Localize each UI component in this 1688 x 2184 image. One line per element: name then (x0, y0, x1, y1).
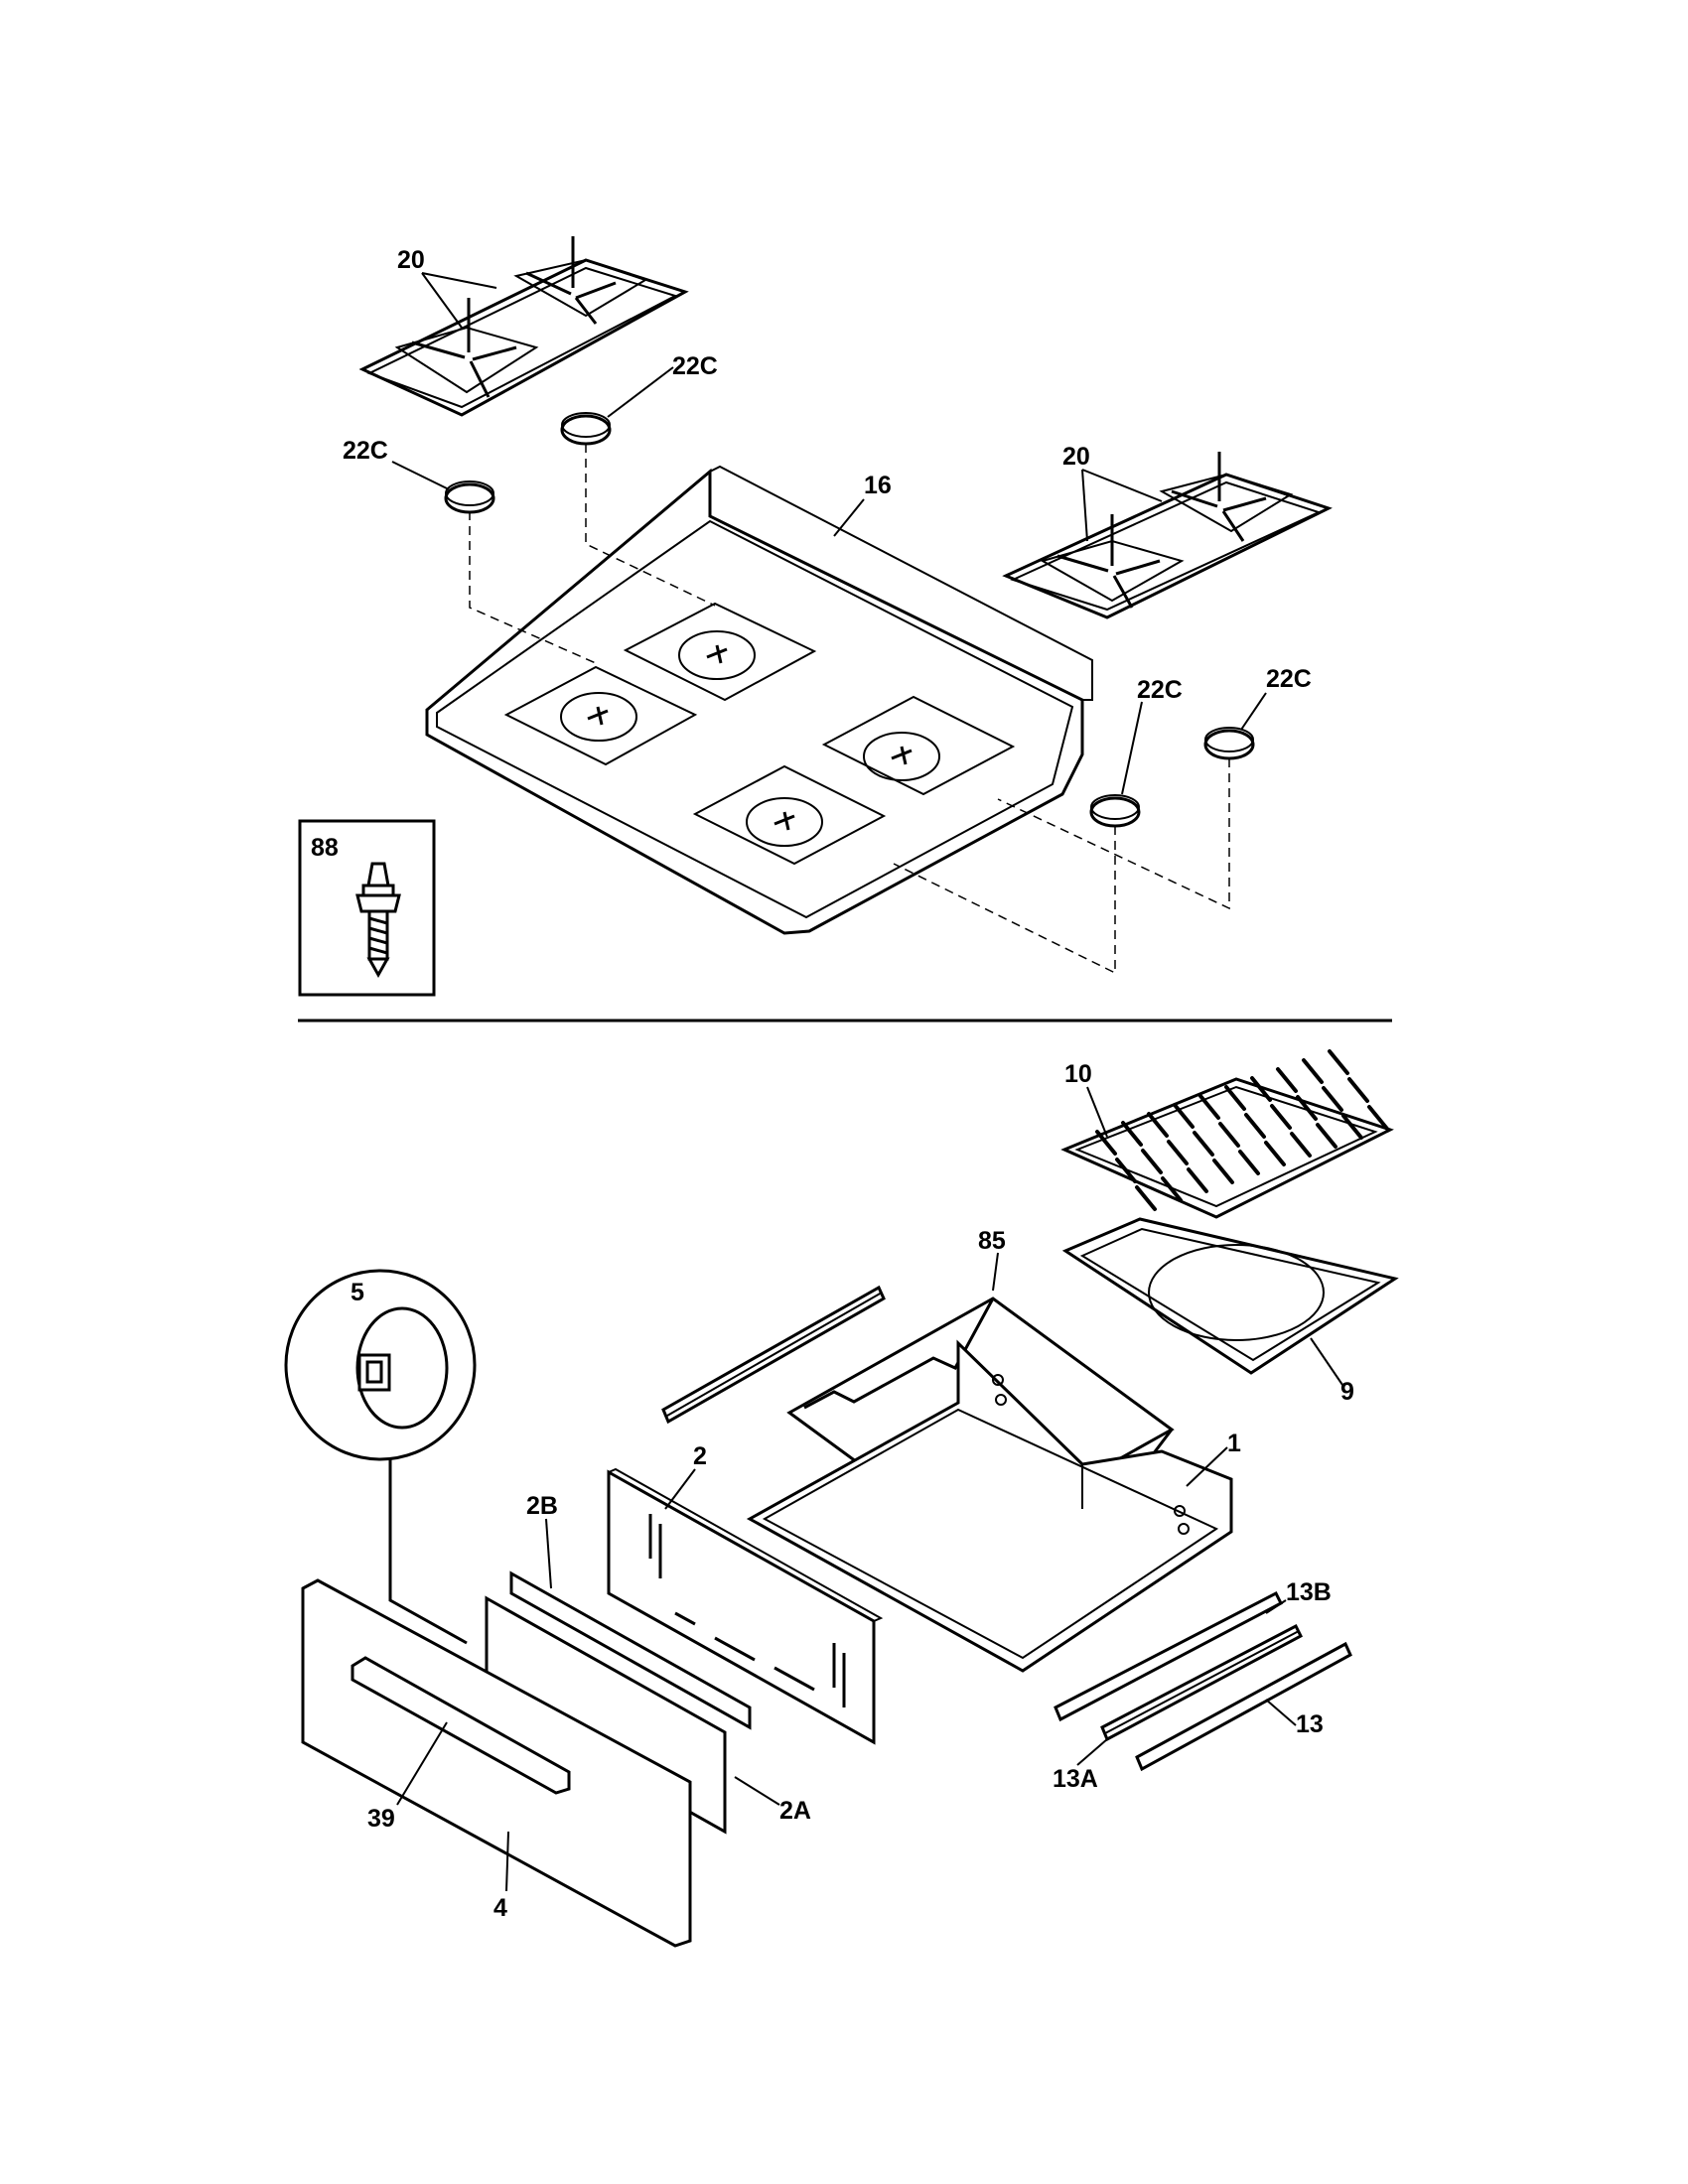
label-9: 9 (1340, 1378, 1354, 1406)
label-16: 16 (864, 472, 892, 499)
broiler-slot (1167, 1140, 1189, 1165)
broiler-slot (1341, 1114, 1363, 1140)
broiler-slot (1224, 1085, 1246, 1111)
label-13b: 13B (1286, 1578, 1332, 1606)
label-22c-right-b: 22C (1266, 665, 1312, 693)
label-39: 39 (367, 1805, 395, 1833)
broiler-slot (1135, 1185, 1157, 1211)
broiler-slot (1290, 1132, 1312, 1158)
broiler-slot (1141, 1149, 1163, 1174)
label-22c-right-a: 22C (1137, 676, 1183, 704)
label-22c-top: 22C (672, 352, 718, 380)
broiler-slot (1270, 1104, 1292, 1130)
broiler-slot (1328, 1049, 1349, 1075)
broiler-slot (1276, 1067, 1298, 1093)
broiler-slot (1121, 1121, 1143, 1147)
label-20-right: 20 (1062, 443, 1090, 471)
label-10: 10 (1064, 1060, 1092, 1088)
broiler-slot (1095, 1130, 1117, 1156)
label-13a: 13A (1053, 1765, 1098, 1793)
alignment-lines-top (469, 444, 1230, 975)
roller-icon (355, 1306, 449, 1430)
broiler-slot (1198, 1094, 1220, 1120)
drawer-body (746, 1339, 1233, 1673)
label-22c-left: 22C (343, 437, 388, 465)
label-2b: 2B (526, 1492, 558, 1520)
broiler-slot (1187, 1167, 1208, 1193)
label-4: 4 (493, 1894, 507, 1922)
drawer-back-panel (607, 1467, 884, 1745)
label-85: 85 (978, 1227, 1006, 1255)
broiler-slot (1264, 1141, 1286, 1166)
drawer-handle (351, 1656, 571, 1795)
broiler-slot (1316, 1123, 1337, 1149)
broiler-slot (1173, 1103, 1195, 1129)
broiler-slot (1115, 1158, 1137, 1183)
broiler-slot (1212, 1159, 1234, 1184)
rear-slide-rail (661, 1285, 886, 1425)
broiler-slot (1244, 1113, 1266, 1139)
broiler-slot (1193, 1131, 1214, 1157)
broiler-slot (1322, 1086, 1343, 1112)
broiler-slot (1302, 1058, 1324, 1084)
burner-cap-top-center (560, 412, 612, 446)
label-2: 2 (693, 1442, 707, 1470)
label-13: 13 (1296, 1710, 1324, 1738)
label-5: 5 (351, 1279, 364, 1306)
burner-cap-right-a (1089, 794, 1141, 828)
burner-cap-right-b (1203, 727, 1255, 760)
broiler-slot (1218, 1122, 1240, 1148)
burner-cap-left (444, 480, 495, 514)
cooktop (425, 465, 1093, 935)
label-1: 1 (1227, 1430, 1241, 1457)
roller-callout (284, 1269, 477, 1645)
label-20-left: 20 (397, 246, 425, 274)
label-2a: 2A (779, 1797, 811, 1825)
broiler-slot (1296, 1095, 1318, 1121)
broiler-slot (1147, 1112, 1169, 1138)
broiler-pan (1061, 1217, 1399, 1375)
broiler-slot (1238, 1150, 1260, 1175)
screw-icon (355, 862, 401, 979)
slide-rail-13a (1100, 1623, 1303, 1742)
broiler-insert (1060, 1049, 1394, 1219)
slide-rail-13 (1135, 1641, 1352, 1772)
labels-top: 20 22C 22C 16 20 22C 22C (343, 246, 1312, 795)
broiler-slot (1250, 1076, 1272, 1102)
drawer-front (301, 1578, 692, 1948)
screw-inset-box: 88 (298, 819, 436, 997)
labels-bottom: 10 9 85 5 1 2 2B 2A 39 4 13B 13A 13 (351, 1060, 1354, 1922)
broiler-slot (1161, 1176, 1183, 1202)
broiler-slot (1367, 1105, 1389, 1131)
burner-grate-left (358, 236, 689, 417)
burner-grate-right (1002, 452, 1333, 619)
broiler-slot (1347, 1077, 1369, 1103)
label-88: 88 (311, 834, 339, 862)
